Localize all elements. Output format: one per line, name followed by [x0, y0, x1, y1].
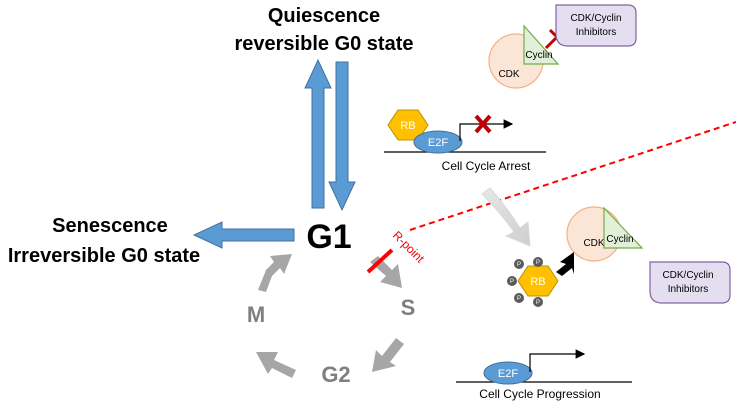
g2-phase-label: G2 — [321, 362, 350, 387]
transition-curved-arrow — [481, 187, 531, 247]
cyclin-label-2: Cyclin — [606, 234, 633, 245]
phosphate-3 — [514, 293, 524, 303]
cyclin-triangle — [523, 24, 560, 65]
g0-to-g1-down-arrow — [328, 61, 356, 212]
m-to-g1-arrow — [258, 254, 292, 292]
phosphorylation-arrow — [556, 252, 574, 276]
transcription-arrow-blocked — [459, 119, 514, 141]
senescence-sub-label: Irreversible G0 state — [8, 245, 200, 267]
g2-to-m-arrow — [256, 352, 296, 378]
cdk-label: CDK — [498, 69, 519, 80]
rb-label-2: RB — [530, 276, 545, 288]
g1-to-g0-up-arrow — [304, 58, 332, 209]
phosphate-2-label: P — [510, 279, 514, 285]
rb-label: RB — [400, 120, 415, 132]
cdk-label-2: CDK — [583, 238, 604, 249]
inhibitors-middle-line2: Inhibitors — [668, 284, 709, 295]
inhibition-line — [544, 36, 558, 50]
block-x-icon — [474, 114, 492, 134]
cdk-cyclin-complex-middle: CDK Cyclin — [566, 206, 644, 262]
e2f-ellipse-2 — [483, 361, 533, 385]
cycle-arrows — [256, 254, 404, 378]
e2f-label: E2F — [428, 137, 448, 149]
rb-e2f-arrest-complex: RB E2F — [384, 109, 546, 154]
phosphate-3-label: P — [517, 296, 521, 302]
phosphate-5-label: P — [536, 300, 540, 306]
r-point-dashed-line — [409, 121, 736, 231]
inhibitors-middle-line1: CDK/Cyclin — [662, 270, 713, 281]
g1-to-senescence-arrow — [192, 221, 295, 249]
m-phase-label: M — [247, 302, 265, 327]
phosphate-2 — [507, 276, 517, 286]
cdk-inhibitors-box-middle: CDK/Cyclin Inhibitors — [649, 261, 731, 304]
cyclin-label: Cyclin — [525, 50, 552, 61]
phosphate-4 — [533, 257, 543, 267]
quiescence-sub-label: reversible G0 state — [235, 33, 414, 55]
g1-to-s-arrow — [370, 256, 402, 288]
phosphate-1 — [514, 259, 524, 269]
phosphate-1-label: P — [517, 262, 521, 268]
phosphate-groups — [507, 257, 543, 307]
cell-cycle-arrest-caption: Cell Cycle Arrest — [442, 159, 531, 173]
transcription-arrow-active — [529, 349, 586, 372]
g1-label: G1 — [306, 218, 351, 256]
cyclin-triangle-2 — [603, 206, 644, 249]
phosphate-4-label: P — [536, 260, 540, 266]
inhibitors-top-line2: Inhibitors — [576, 27, 617, 38]
cell-cycle-progression-caption: Cell Cycle Progression — [479, 387, 600, 401]
s-phase-label: S — [401, 295, 416, 320]
inhibitors-top-line1: CDK/Cyclin — [570, 13, 621, 24]
phosphate-5 — [533, 297, 543, 307]
r-point-label: R-point — [390, 228, 428, 266]
e2f-ellipse — [413, 130, 463, 154]
s-to-g2-arrow — [372, 338, 404, 372]
cdk-cyclin-complex-top: CDK Cyclin — [488, 24, 566, 89]
r-point-marker — [366, 248, 394, 274]
quiescence-label: Quiescence — [268, 5, 380, 27]
e2f-label-2: E2F — [498, 368, 518, 380]
rb-hexagon-2 — [517, 265, 559, 297]
cdk-inhibitors-box-top: CDK/Cyclin Inhibitors — [555, 4, 637, 47]
senescence-label: Senescence — [52, 215, 168, 237]
phosphorylated-rb: RB P P P P P — [507, 257, 559, 307]
e2f-progression-complex: E2F — [456, 349, 632, 385]
